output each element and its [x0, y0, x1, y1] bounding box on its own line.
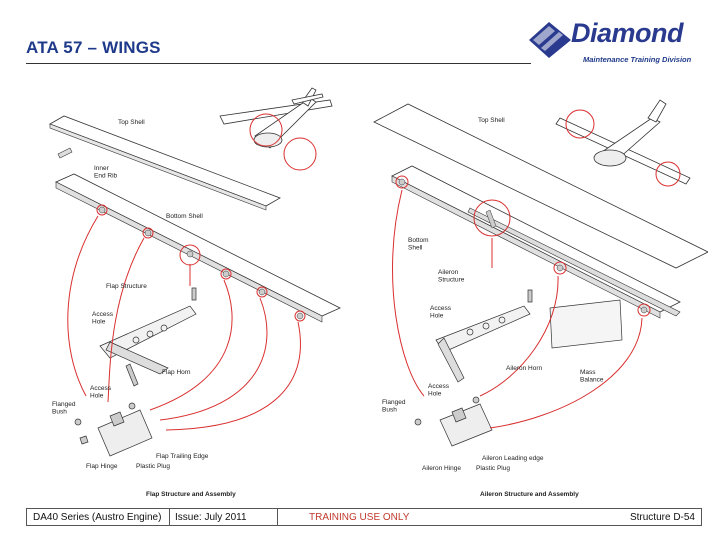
- right-top-shell: [373, 103, 708, 269]
- right-label-aileron-hinge: Aileron Hinge: [422, 465, 461, 472]
- logo-subtitle: Maintenance Training Division: [583, 55, 692, 64]
- page-title: ATA 57 – WINGS: [26, 38, 161, 57]
- right-aileron-strip: [467, 207, 681, 317]
- footer-issue: Issue: July 2011: [175, 512, 247, 523]
- right-aileron-detail: [435, 289, 533, 383]
- left-label-plastic-plug: Plastic Plug: [136, 463, 170, 470]
- logo-word: Diamond: [571, 18, 684, 48]
- left-flap-detail: [99, 287, 197, 387]
- right-label-plastic-plug: Plastic Plug: [476, 465, 510, 472]
- right-label-aileron-leading-edge: Aileron Leading edge: [482, 455, 544, 462]
- right-label-aileron-horn: Aileron Horn: [506, 365, 543, 372]
- left-label-flap-horn: Flap Horn: [162, 369, 191, 376]
- title-rule: [26, 63, 531, 64]
- diamond-swoosh-icon: [529, 22, 571, 58]
- left-bottom-shell: [55, 173, 341, 317]
- footer-page: Structure D-54: [629, 512, 695, 523]
- left-inner-end-rib: [57, 147, 73, 159]
- footer-series: DA40 Series (Austro Engine): [33, 512, 162, 523]
- left-leader-arrows: [67, 215, 301, 431]
- left-label-bottom-shell: Bottom Shell: [166, 213, 203, 220]
- left-label-flap-hinge: Flap Hinge: [86, 463, 118, 470]
- left-label-top-shell: Top Shell: [118, 119, 145, 126]
- footer-usage: TRAINING USE ONLY: [309, 512, 410, 523]
- left-flap-hinge-detail: [74, 402, 153, 457]
- footer-bar: DA40 Series (Austro Engine) Issue: July …: [26, 508, 702, 526]
- right-caption: Aileron Structure and Assembly: [480, 491, 579, 498]
- left-caption: Flap Structure and Assembly: [146, 491, 236, 498]
- left-label-flap-trailing-edge: Flap Trailing Edge: [156, 453, 209, 460]
- right-label-top-shell: Top Shell: [478, 117, 505, 124]
- left-label-flap-structure: Flap Structure: [106, 283, 147, 290]
- right-aircraft-icon: [555, 99, 691, 185]
- diamond-logo: Diamond Maintenance Training Division: [527, 18, 702, 70]
- right-aileron-hinge-detail: [414, 396, 493, 447]
- right-leader-arrows: [392, 189, 643, 429]
- left-aircraft-icon: [219, 87, 333, 149]
- right-mass-balance: [549, 299, 623, 349]
